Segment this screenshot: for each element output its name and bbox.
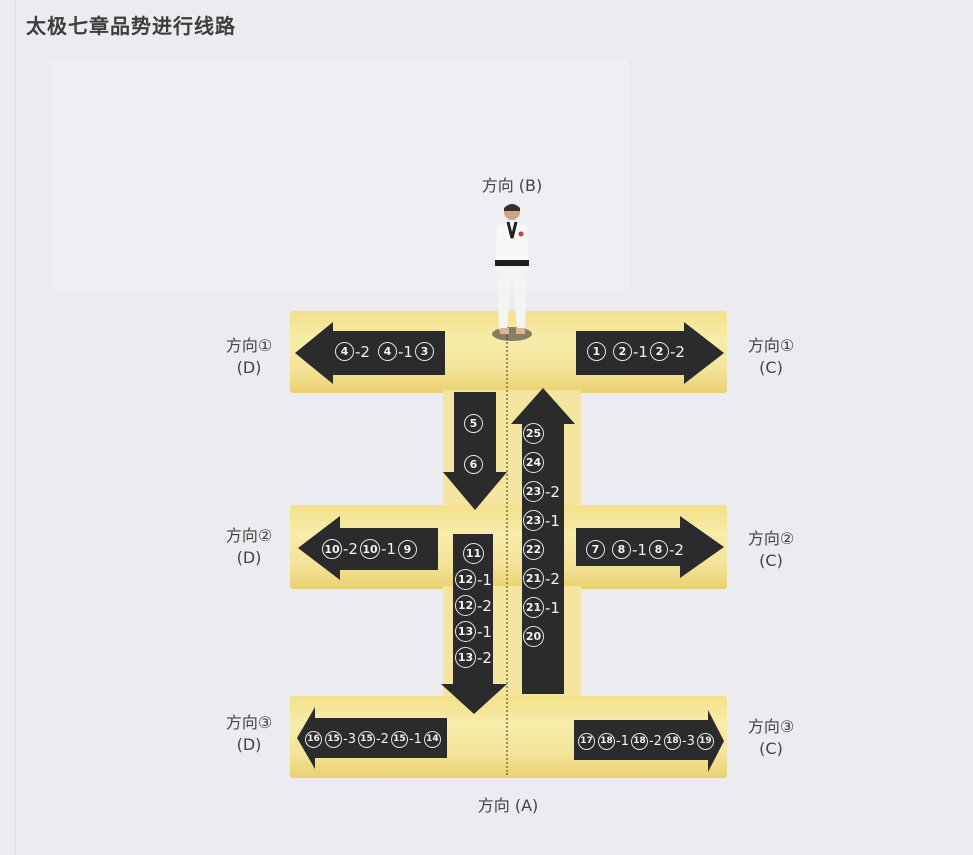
step-number: 18 <box>598 733 615 750</box>
step-number: 14 <box>423 731 441 748</box>
arrow-down-1 <box>443 392 507 510</box>
step: 22 <box>523 539 547 560</box>
step-number: 15 <box>390 731 408 748</box>
step-number: 4 <box>377 342 397 361</box>
step: 23-1 <box>523 510 562 531</box>
step: 1 <box>587 342 609 361</box>
step-number: 21 <box>523 597 544 618</box>
step-number: 21 <box>523 568 544 589</box>
step-number: 12 <box>455 595 476 616</box>
step: 21-1 <box>523 597 562 618</box>
row1-left-label: 方向① (D) <box>225 336 273 377</box>
step: 19 <box>696 733 717 750</box>
step: 15-1 <box>390 731 424 748</box>
step: 10-2 <box>322 539 360 559</box>
step-number: 15 <box>357 731 375 748</box>
step: 7 <box>586 540 608 559</box>
step-number: 3 <box>414 342 434 361</box>
step-number: 23 <box>523 481 544 502</box>
step: 18-3 <box>663 733 697 750</box>
step: 15-3 <box>325 731 358 748</box>
step-number: 20 <box>523 626 544 647</box>
step-number: 9 <box>397 539 417 559</box>
step-number: 11 <box>463 543 484 564</box>
step-number: 18 <box>663 733 681 750</box>
step: 2-1 <box>613 342 650 361</box>
step-number: 1 <box>587 342 606 361</box>
step: 8-1 <box>612 540 649 559</box>
row2-left-label: 方向② (D) <box>225 526 273 567</box>
step: 16 <box>305 731 325 748</box>
step-number: 12 <box>455 569 476 590</box>
practitioner-figure <box>487 200 537 346</box>
row3-left-label: 方向③ (D) <box>225 713 273 754</box>
step-number: 13 <box>455 647 476 668</box>
step-number: 8 <box>612 540 631 559</box>
direction-b-label: 方向 (B) <box>481 176 543 195</box>
steps-row3-right: 17 18-1 18-2 18-3 19 <box>578 733 717 750</box>
step: 9 <box>397 539 420 559</box>
step: 21-2 <box>523 568 562 589</box>
step: 18-2 <box>630 733 664 750</box>
step: 10-1 <box>359 539 398 559</box>
steps-down-1: 5 6 <box>464 414 483 474</box>
step: 6 <box>464 455 483 474</box>
step-number: 8 <box>648 540 668 559</box>
steps-up: 25 24 23-2 23-1 22 21-2 21-1 20 <box>523 423 562 647</box>
step: 25 <box>523 423 547 444</box>
step-number: 7 <box>586 540 605 559</box>
direction-a-label: 方向 (A) <box>477 796 539 815</box>
step-number: 25 <box>523 423 544 444</box>
faded-background-panel <box>50 60 631 290</box>
arrow-left-row1 <box>295 322 445 384</box>
step: 18-1 <box>598 733 631 750</box>
step-number: 23 <box>523 510 544 531</box>
step: 4-2 <box>335 342 372 361</box>
steps-row2-right: 7 8-1 8-2 <box>586 540 686 559</box>
steps-row1-right: 1 2-1 2-2 <box>587 342 687 361</box>
step: 11 <box>463 543 487 564</box>
step-number: 22 <box>523 539 544 560</box>
step: 8-2 <box>648 540 686 559</box>
steps-row2-left: 10-2 10-1 9 <box>322 539 420 559</box>
step: 4-1 <box>377 342 415 361</box>
steps-row3-left: 16 15-3 15-2 15-1 14 <box>305 731 444 748</box>
step-number: 5 <box>464 414 483 433</box>
step-number: 18 <box>630 733 648 750</box>
step-number: 19 <box>696 733 714 750</box>
step: 17 <box>578 733 598 750</box>
arrow-right-row3 <box>574 710 724 772</box>
step-number: 2 <box>649 342 669 361</box>
step-number: 2 <box>613 342 632 361</box>
page-edge <box>14 0 16 855</box>
step: 14 <box>423 731 444 748</box>
step: 2-2 <box>649 342 687 361</box>
step-number: 4 <box>335 342 354 361</box>
row2-right-label: 方向② (C) <box>747 529 795 570</box>
step: 12-1 <box>455 569 494 590</box>
center-line <box>506 335 508 775</box>
steps-row1-left: 4-2 4-1 3 <box>335 342 437 361</box>
step-number: 16 <box>305 731 322 748</box>
row3-right-label: 方向③ (C) <box>747 717 795 758</box>
step-number: 15 <box>325 731 342 748</box>
step: 5 <box>464 414 483 433</box>
step-number: 24 <box>523 452 544 473</box>
step-number: 6 <box>464 455 483 474</box>
step: 15-2 <box>357 731 391 748</box>
step: 13-2 <box>455 647 494 668</box>
step: 13-1 <box>455 621 494 642</box>
step: 23-2 <box>523 481 562 502</box>
step: 24 <box>523 452 547 473</box>
step-number: 10 <box>359 539 380 559</box>
row1-right-label: 方向① (C) <box>747 336 795 377</box>
step-number: 13 <box>455 621 476 642</box>
step: 12-2 <box>455 595 494 616</box>
step: 20 <box>523 626 547 647</box>
step: 3 <box>414 342 437 361</box>
page-title: 太极七章品势进行线路 <box>26 14 236 38</box>
steps-down-2: 11 12-1 12-2 13-1 13-2 <box>455 543 494 668</box>
step-number: 17 <box>578 733 595 750</box>
step-number: 10 <box>322 539 342 559</box>
